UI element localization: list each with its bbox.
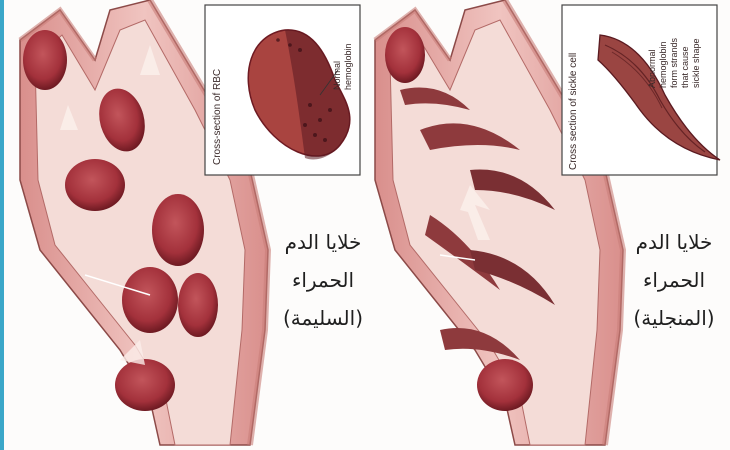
normal-rbc: [477, 359, 533, 411]
sickle-inset-label-5: sickle shape: [691, 38, 701, 88]
normal-rbc: [152, 194, 204, 266]
normal-rbc: [23, 30, 67, 90]
normal-caption-line-1: خلايا الدم: [268, 232, 378, 252]
accent-bar: [0, 0, 4, 450]
sickle-inset-label-2: hemoglobin: [658, 41, 668, 88]
normal-rbc: [65, 159, 125, 211]
sickle-caption-line-2: الحمراء: [622, 270, 726, 290]
sickle-inset: Cross section of sickle cell Abnormal he…: [562, 5, 720, 175]
normal-caption-line-2: الحمراء: [268, 270, 378, 290]
sickle-inset-label-1: Abnormal: [647, 49, 657, 88]
normal-rbc: [115, 359, 175, 411]
normal-inset-label-1: Normal: [332, 61, 342, 90]
sickle-caption-line-3: (المنجلية): [622, 308, 726, 328]
normal-rbc: [122, 267, 178, 333]
normal-inset-caption: Cross-section of RBC: [212, 69, 223, 165]
normal-rbc: [385, 27, 425, 83]
sickle-inset-label-4: that cause: [680, 46, 690, 88]
normal-rbc: [178, 273, 218, 337]
normal-caption-line-3: (السليمة): [268, 308, 378, 328]
sickle-caption-line-1: خلايا الدم: [622, 232, 726, 252]
sickle-inset-caption: Cross section of sickle cell: [568, 53, 579, 170]
normal-inset: Cross-section of RBC Normal hemoglobin: [205, 5, 360, 175]
sickle-inset-label-3: form strands: [669, 37, 679, 88]
normal-inset-label-2: hemoglobin: [343, 43, 353, 90]
